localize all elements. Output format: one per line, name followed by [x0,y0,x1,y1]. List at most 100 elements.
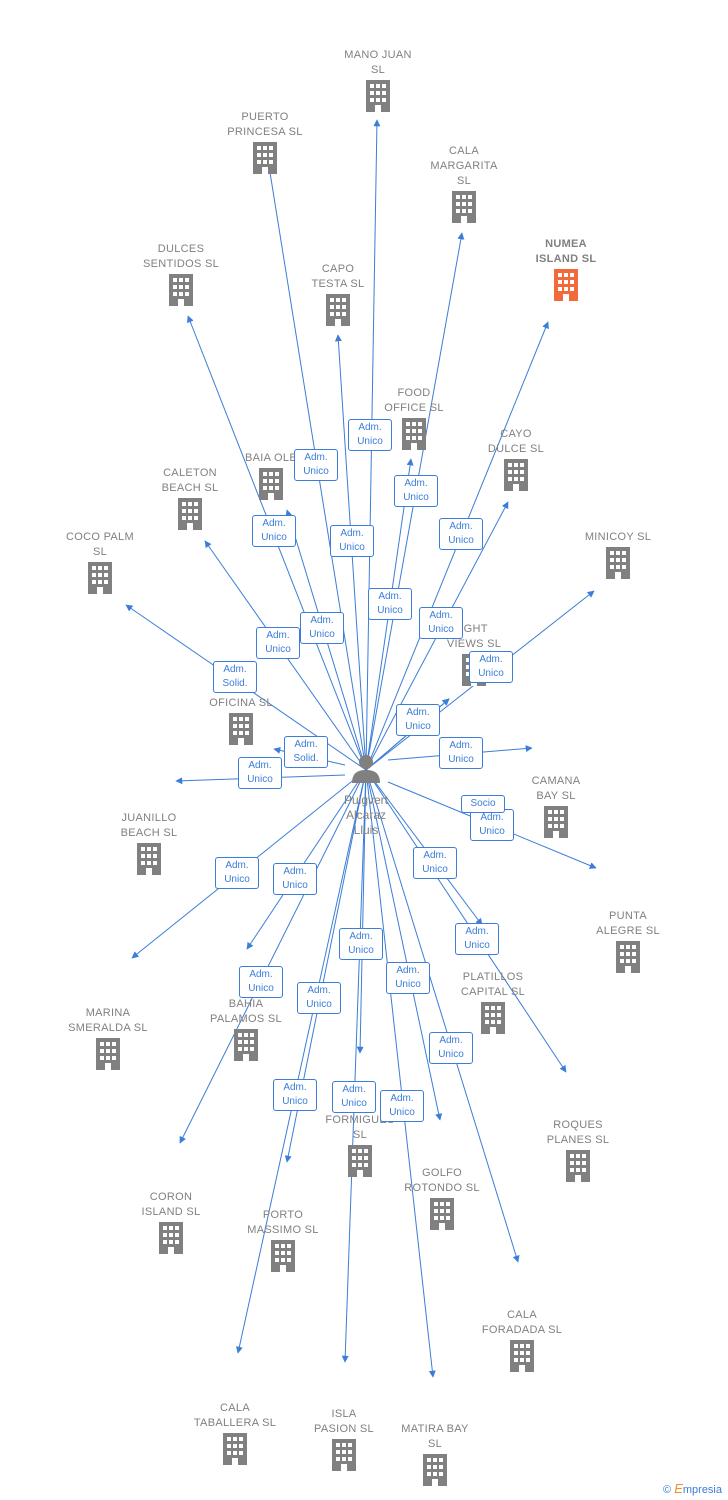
company-node-bahia-palamos[interactable]: BAHIA PALAMOS SL [186,997,306,1068]
role-badge[interactable]: Adm. Unico [470,809,514,841]
building-icon[interactable] [284,1437,404,1478]
company-label[interactable]: GOLFO ROTONDO SL [404,1167,480,1194]
company-node-puerto-princesa[interactable]: PUERTO PRINCESA SL [205,110,325,181]
building-icon[interactable] [375,1452,495,1493]
role-badge[interactable]: Adm. Unico [239,966,283,998]
company-label[interactable]: IGHT VIEWS SL [446,623,502,650]
person-icon[interactable] [352,755,380,783]
company-label[interactable]: MINICOY SL [584,531,652,543]
building-icon[interactable] [121,272,241,313]
building-icon[interactable] [506,267,626,308]
role-badge[interactable]: Socio [461,795,505,813]
company-node-coron-island[interactable]: CORON ISLAND SL [111,1190,231,1261]
company-label[interactable]: PUNTA ALEGRE SL [596,910,660,937]
company-node-marina-smeralda[interactable]: MARINA SMERALDA SL [48,1006,168,1077]
company-node-camana-bay[interactable]: CAMANA BAY SL [496,774,616,845]
company-label[interactable]: CAPO TESTA SL [311,263,365,290]
building-icon[interactable] [354,416,474,457]
company-label[interactable]: DULCES SENTIDOS SL [142,243,220,270]
company-node-golfo-rotondo[interactable]: GOLFO ROTONDO SL [382,1166,502,1237]
role-badge[interactable]: Adm. Unico [330,525,374,557]
company-node-baia-olb[interactable]: BAIA OLB [211,451,331,507]
company-node-porto-massimo[interactable]: PORTO MASSIMO SL [223,1208,343,1279]
center-person-name[interactable]: Puigvert Alcaraz Lluis [343,793,389,837]
building-icon[interactable] [205,140,325,181]
role-badge[interactable]: Adm. Unico [439,737,483,769]
company-node-matira-bay[interactable]: MATIRA BAY SL [375,1422,495,1493]
role-badge[interactable]: Adm. Unico [419,607,463,639]
role-badge[interactable]: Adm. Unico [252,515,296,547]
company-node-punta-alegre[interactable]: PUNTA ALEGRE SL [568,909,688,980]
building-icon[interactable] [89,841,209,882]
building-icon[interactable] [433,1000,553,1041]
company-label[interactable]: ROQUES PLANES SL [546,1119,610,1146]
role-badge[interactable]: Adm. Unico [394,475,438,507]
building-icon[interactable] [318,78,438,119]
building-icon[interactable] [211,466,331,507]
company-node-roques-planes[interactable]: ROQUES PLANES SL [518,1118,638,1189]
role-badge[interactable]: Adm. Solid. [213,661,257,693]
role-badge[interactable]: Adm. Unico [413,847,457,879]
company-label[interactable]: PORTO MASSIMO SL [247,1209,319,1236]
company-node-platillos-capital[interactable]: PLATILLOS CAPITAL SL [433,970,553,1041]
building-icon[interactable] [223,1238,343,1279]
building-icon[interactable] [278,292,398,333]
building-icon[interactable] [558,545,678,586]
company-label[interactable]: CALA MARGARITA SL [430,145,498,187]
building-icon[interactable] [48,1036,168,1077]
role-badge[interactable]: Adm. Unico [332,1081,376,1113]
building-icon[interactable] [382,1196,502,1237]
building-icon[interactable] [496,804,616,845]
company-label[interactable]: FOOD OFFICE SL [384,387,444,414]
company-label[interactable]: CALETON BEACH SL [161,467,219,494]
company-node-cala-taballera[interactable]: CALA TABALLERA SL [175,1401,295,1472]
company-label[interactable]: BAIA OLB [245,452,297,464]
role-badge[interactable]: Adm. Solid. [284,736,328,768]
role-badge[interactable]: Adm. Unico [429,1032,473,1064]
building-icon[interactable] [40,560,160,601]
company-label[interactable]: CAMANA BAY SL [531,775,581,802]
company-label[interactable]: CORON ISLAND SL [141,1191,201,1218]
company-node-caleton-beach[interactable]: CALETON BEACH SL [130,466,250,537]
company-label[interactable]: FORMIGUES SL [325,1114,395,1141]
company-node-capo-testa[interactable]: CAPO TESTA SL [278,262,398,333]
role-badge[interactable]: Adm. Unico [455,923,499,955]
company-label[interactable]: CALA TABALLERA SL [193,1402,277,1429]
role-badge[interactable]: Adm. Unico [348,419,392,451]
company-node-cala-margarita[interactable]: CALA MARGARITA SL [404,144,524,230]
company-label[interactable]: PLATILLOS CAPITAL SL [460,971,526,998]
company-node-cayo-dulce[interactable]: CAYO DULCE SL [456,427,576,498]
company-label[interactable]: MANO JUAN SL [344,49,412,76]
building-icon[interactable] [181,711,301,752]
building-icon[interactable] [456,457,576,498]
company-label[interactable]: OFICINA SL [209,697,273,709]
company-node-cala-foradada[interactable]: CALA FORADADA SL [462,1308,582,1379]
building-icon[interactable] [130,496,250,537]
footer-brand[interactable]: © Empresia [663,1481,722,1496]
company-label[interactable]: PUERTO PRINCESA SL [227,111,303,138]
company-node-numea-island[interactable]: NUMEA ISLAND SL [506,237,626,308]
company-node-food-office[interactable]: FOOD OFFICE SL [354,386,474,457]
building-icon[interactable] [175,1431,295,1472]
company-node-dulces-sentidos[interactable]: DULCES SENTIDOS SL [121,242,241,313]
building-icon[interactable] [462,1338,582,1379]
building-icon[interactable] [111,1220,231,1261]
company-node-juanillo-beach[interactable]: JUANILLO BEACH SL [89,811,209,882]
company-node-coco-palm[interactable]: COCO PALM SL [40,530,160,601]
role-badge[interactable]: Adm. Unico [294,449,338,481]
role-badge[interactable]: Adm. Unico [380,1090,424,1122]
company-label[interactable]: JUANILLO BEACH SL [120,812,178,839]
company-label[interactable]: CAYO DULCE SL [487,428,545,455]
role-badge[interactable]: Adm. Unico [256,627,300,659]
company-label[interactable]: MARINA SMERALDA SL [68,1007,148,1034]
company-node-mano-juan[interactable]: MANO JUAN SL [318,48,438,119]
role-badge[interactable]: Adm. Unico [469,651,513,683]
role-badge[interactable]: Adm. Unico [368,588,412,620]
company-label[interactable]: NUMEA ISLAND SL [535,238,597,265]
company-node-minicoy[interactable]: MINICOY SL [558,530,678,586]
role-badge[interactable]: Adm. Unico [396,704,440,736]
building-icon[interactable] [300,1143,420,1184]
company-label[interactable]: BAHIA PALAMOS SL [210,998,282,1025]
building-icon[interactable] [518,1148,638,1189]
company-label[interactable]: MATIRA BAY SL [401,1423,469,1450]
